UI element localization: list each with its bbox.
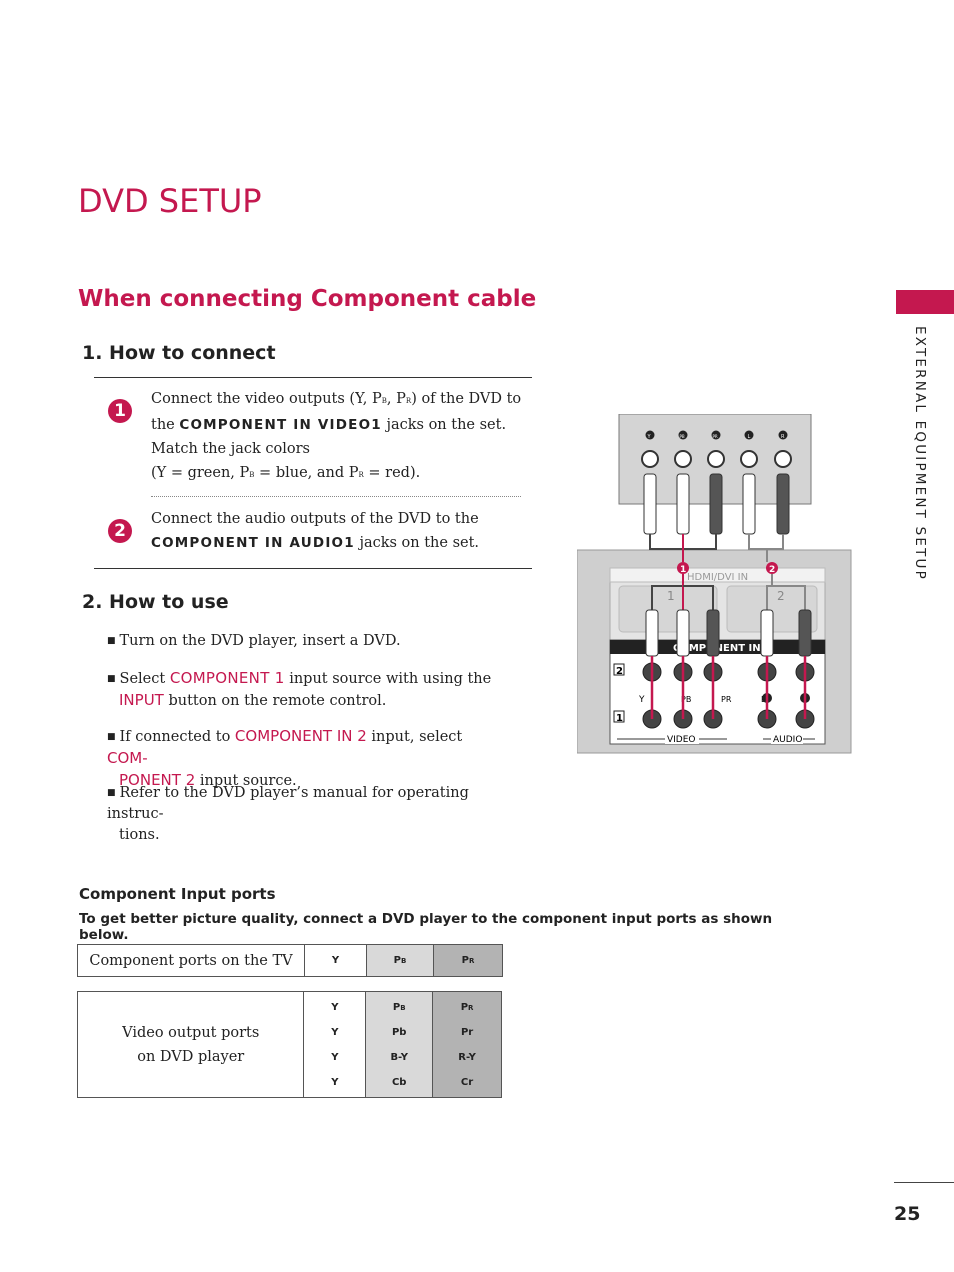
- section-subtitle: When connecting Component cable: [78, 286, 537, 312]
- page-title: DVD SETUP: [78, 182, 262, 220]
- svg-text:PB: PB: [680, 434, 685, 439]
- tv-port-y: Y: [304, 944, 367, 977]
- svg-text:R: R: [781, 434, 785, 440]
- tv-ports-label: Component ports on the TV: [77, 944, 305, 977]
- ports-heading: Component Input ports: [79, 885, 276, 903]
- tv-port-pr: PR: [433, 944, 503, 977]
- jack-pb-label: PB: [681, 695, 691, 704]
- page-number-rule: [894, 1182, 954, 1183]
- tv-ports-table: Component ports on the TV Y PB PR: [77, 944, 503, 977]
- use-bullet-4: ■Refer to the DVD player’s manual for op…: [107, 785, 469, 843]
- side-tab-marker: [896, 290, 954, 314]
- connect-top-rule: [94, 377, 532, 378]
- page-number: 25: [894, 1203, 921, 1225]
- jack-y-label: Y: [638, 695, 645, 705]
- use-bullet-1: ■Turn on the DVD player, insert a DVD.: [107, 633, 401, 649]
- svg-text:PR: PR: [713, 434, 718, 439]
- video-label: VIDEO: [667, 735, 696, 745]
- row-2-label: 2: [616, 666, 623, 677]
- tv-port-pb: PB: [366, 944, 434, 977]
- svg-text:Y: Y: [647, 434, 652, 440]
- marker-2: 2: [769, 565, 775, 575]
- how-to-connect-heading: 1. How to connect: [82, 342, 276, 364]
- side-tab-label: EXTERNAL EQUIPMENT SETUP: [912, 326, 928, 581]
- dvd-plugs: [643, 473, 790, 535]
- how-to-use-heading: 2. How to use: [82, 591, 229, 613]
- connect-bottom-rule: [94, 568, 532, 569]
- hdmi-2-label: 2: [777, 589, 785, 603]
- connection-diagram: HDMI/DVI IN 1 2 COMPONENT IN 2 1 Y PB PR…: [577, 414, 852, 754]
- dvd-jacks: Y PB PR L R: [641, 430, 792, 468]
- step-2-text: Connect the audio outputs of the DVD to …: [151, 511, 480, 551]
- step-2-badge: 2: [108, 519, 132, 543]
- marker-1: 1: [680, 565, 686, 575]
- step-1-text: Connect the video outputs (Y, PB, PR) of…: [151, 391, 522, 481]
- svg-text:L: L: [748, 434, 751, 440]
- hdmi-label: HDMI/DVI IN: [687, 572, 748, 583]
- row-1-label: 1: [616, 713, 623, 724]
- use-bullet-3: ■If connected to COMPONENT IN 2 input, s…: [107, 727, 463, 789]
- step-1-badge: 1: [108, 399, 132, 423]
- step-divider: [151, 496, 521, 497]
- jack-pr-label: PR: [721, 695, 732, 704]
- ports-description: To get better picture quality, connect a…: [79, 911, 773, 943]
- hdmi-1-label: 1: [667, 589, 675, 603]
- dvd-ports-table: Video output ports on DVD player Y Y Y Y…: [76, 991, 502, 1098]
- dvd-port-y-column: Y Y Y Y: [303, 991, 367, 1098]
- dvd-port-pb-column: PB Pb B-Y Cb: [365, 991, 434, 1098]
- use-bullet-2: ■Select COMPONENT 1 input source with us…: [107, 669, 492, 709]
- dvd-ports-label: Video output ports on DVD player: [76, 991, 305, 1098]
- dvd-port-pr-column: PR Pr R-Y Cr: [432, 991, 502, 1098]
- audio-label: AUDIO: [773, 735, 802, 745]
